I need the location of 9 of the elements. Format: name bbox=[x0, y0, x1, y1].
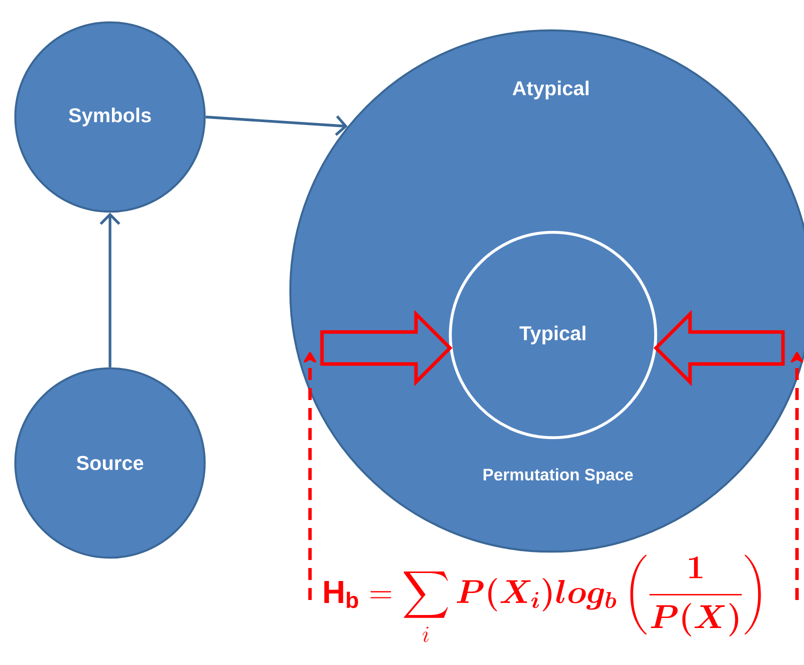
block-arrow bbox=[320, 310, 452, 386]
block-arrow bbox=[654, 310, 785, 386]
circle-label: Atypical bbox=[512, 80, 588, 100]
arrow bbox=[206, 115, 348, 136]
formula: $\mathbf{H_b} = \sum_i \boldsymbol{P(X_i) log_b \left(\frac{1}{P(X)}\right)}$ bbox=[324, 554, 761, 642]
arrow bbox=[100, 212, 120, 368]
dashed-arrow bbox=[790, 352, 804, 600]
circle-label: Permutation Space bbox=[484, 468, 633, 484]
dashed-arrow bbox=[304, 352, 316, 600]
